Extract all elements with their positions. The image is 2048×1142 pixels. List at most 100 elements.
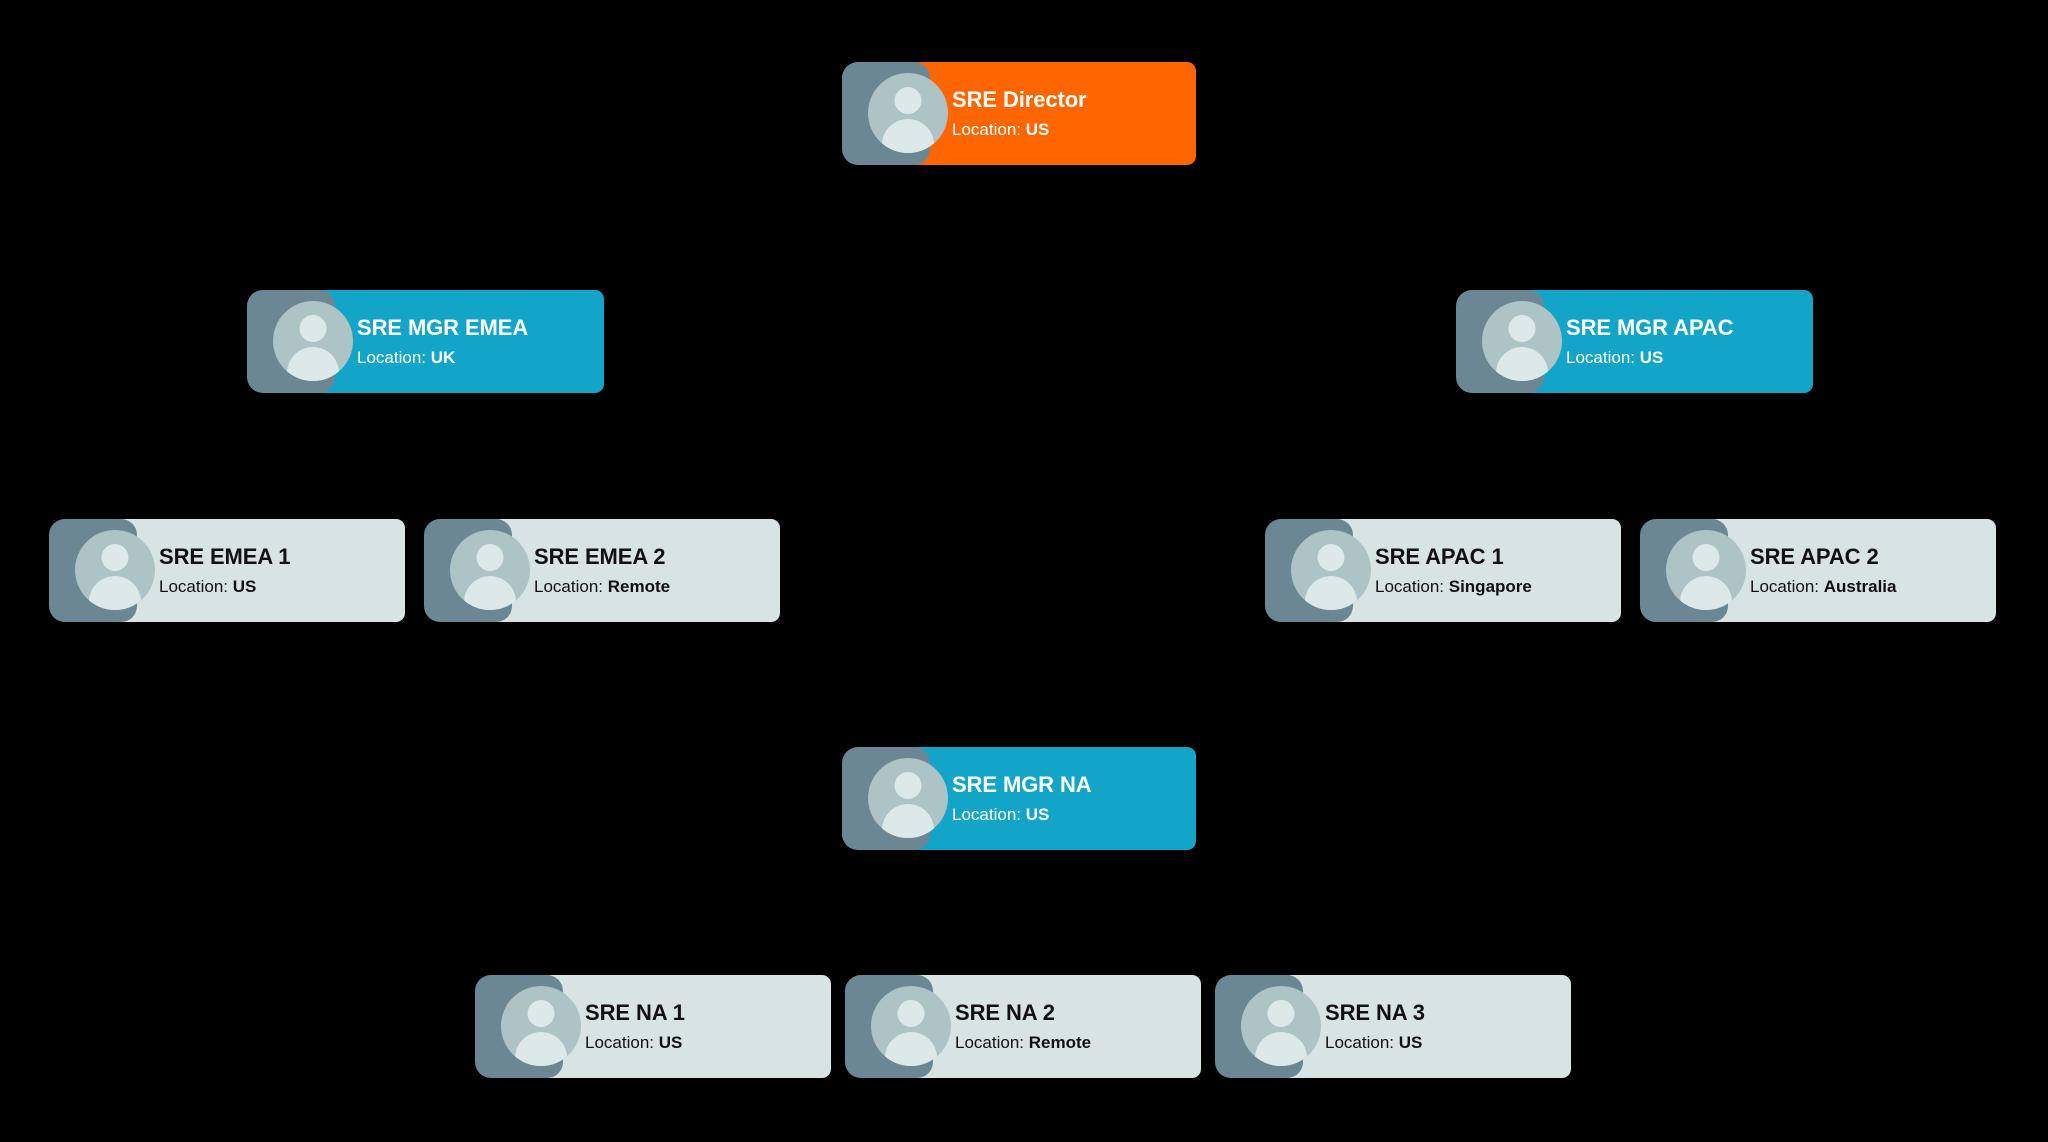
- avatar-body-shape: [464, 576, 516, 610]
- node-text-block: SRE MGR EMEA Location: UK: [357, 290, 542, 393]
- node-location: Location: US: [952, 805, 1092, 824]
- avatar-plate: [1215, 975, 1321, 1078]
- avatar-head-shape: [527, 1000, 555, 1027]
- avatar-head-shape: [897, 1000, 925, 1027]
- node-name: SRE NA 1: [585, 1000, 685, 1026]
- node-location-value: Remote: [1028, 1032, 1092, 1052]
- node-location-value: US: [232, 576, 257, 596]
- node-name: SRE MGR EMEA: [357, 315, 529, 341]
- avatar-body-shape: [882, 119, 934, 153]
- avatar-body-shape: [1680, 576, 1732, 610]
- node-location: Location: US: [952, 120, 1087, 139]
- node-location: Location: Remote: [534, 577, 670, 596]
- node-location-value: US: [1025, 119, 1050, 139]
- avatar-body-shape: [89, 576, 141, 610]
- node-location: Location: US: [159, 577, 290, 596]
- org-node-sre-emea-2[interactable]: SRE EMEA 2 Location: Remote: [424, 519, 780, 622]
- node-name: SRE NA 2: [955, 1000, 1055, 1026]
- node-location-label: Location:: [1750, 576, 1819, 596]
- node-location-label: Location:: [357, 347, 426, 367]
- avatar-plate: [1456, 290, 1562, 393]
- node-name: SRE MGR NA: [952, 772, 1092, 798]
- node-location-value: US: [1639, 347, 1664, 367]
- node-text-block: SRE MGR NA Location: US: [952, 747, 1106, 850]
- avatar-plate: [475, 975, 581, 1078]
- node-location: Location: US: [1566, 348, 1733, 367]
- node-location-label: Location:: [952, 119, 1021, 139]
- avatar-head-shape: [476, 544, 504, 571]
- node-location-value: Australia: [1823, 576, 1897, 596]
- person-avatar-icon: [75, 530, 155, 610]
- node-location: Location: Singapore: [1375, 577, 1532, 596]
- node-name: SRE EMEA 2: [534, 544, 666, 570]
- node-location: Location: Australia: [1750, 577, 1896, 596]
- avatar-head-shape: [1508, 315, 1536, 342]
- person-avatar-icon: [868, 758, 948, 838]
- org-node-sre-mgr-emea[interactable]: SRE MGR EMEA Location: UK: [247, 290, 604, 393]
- node-location: Location: UK: [357, 348, 528, 367]
- avatar-plate: [845, 975, 951, 1078]
- avatar-plate: [1265, 519, 1371, 622]
- node-location-label: Location:: [952, 804, 1021, 824]
- node-location-label: Location:: [534, 576, 603, 596]
- avatar-plate: [49, 519, 155, 622]
- node-name: SRE APAC 1: [1375, 544, 1504, 570]
- person-avatar-icon: [868, 73, 948, 153]
- avatar-body-shape: [287, 347, 339, 381]
- node-name: SRE NA 3: [1325, 1000, 1425, 1026]
- avatar-plate: [247, 290, 353, 393]
- org-node-sre-mgr-apac[interactable]: SRE MGR APAC Location: US: [1456, 290, 1813, 393]
- avatar-head-shape: [894, 772, 922, 799]
- org-node-sre-apac-1[interactable]: SRE APAC 1 Location: Singapore: [1265, 519, 1621, 622]
- node-location-value: UK: [430, 347, 456, 367]
- node-location-label: Location:: [159, 576, 228, 596]
- person-avatar-icon: [1666, 530, 1746, 610]
- avatar-body-shape: [1496, 347, 1548, 381]
- node-location-label: Location:: [1375, 576, 1444, 596]
- node-text-block: SRE NA 2 Location: Remote: [955, 975, 1105, 1078]
- node-location-value: Remote: [607, 576, 671, 596]
- node-location-label: Location:: [585, 1032, 654, 1052]
- node-location-value: Singapore: [1448, 576, 1532, 596]
- node-location: Location: Remote: [955, 1033, 1091, 1052]
- org-node-sre-na-3[interactable]: SRE NA 3 Location: US: [1215, 975, 1571, 1078]
- node-text-block: SRE MGR APAC Location: US: [1566, 290, 1747, 393]
- avatar-head-shape: [894, 87, 922, 114]
- person-avatar-icon: [273, 301, 353, 381]
- person-avatar-icon: [450, 530, 530, 610]
- node-location-value: US: [658, 1032, 683, 1052]
- node-location-label: Location:: [955, 1032, 1024, 1052]
- node-text-block: SRE EMEA 2 Location: Remote: [534, 519, 684, 622]
- node-location-label: Location:: [1566, 347, 1635, 367]
- person-avatar-icon: [501, 986, 581, 1066]
- node-location: Location: US: [1325, 1033, 1425, 1052]
- avatar-plate: [1640, 519, 1746, 622]
- org-node-sre-na-2[interactable]: SRE NA 2 Location: Remote: [845, 975, 1201, 1078]
- person-avatar-icon: [871, 986, 951, 1066]
- avatar-head-shape: [1692, 544, 1720, 571]
- person-avatar-icon: [1291, 530, 1371, 610]
- avatar-body-shape: [1305, 576, 1357, 610]
- node-name: SRE MGR APAC: [1566, 315, 1734, 341]
- avatar-head-shape: [1317, 544, 1345, 571]
- node-location-label: Location:: [1325, 1032, 1394, 1052]
- avatar-body-shape: [515, 1032, 567, 1066]
- avatar-plate: [424, 519, 530, 622]
- person-avatar-icon: [1241, 986, 1321, 1066]
- avatar-body-shape: [1255, 1032, 1307, 1066]
- node-location-value: US: [1025, 804, 1050, 824]
- node-text-block: SRE NA 3 Location: US: [1325, 975, 1439, 1078]
- node-location-value: US: [1398, 1032, 1423, 1052]
- avatar-head-shape: [1267, 1000, 1295, 1027]
- avatar-head-shape: [299, 315, 327, 342]
- org-node-sre-na-1[interactable]: SRE NA 1 Location: US: [475, 975, 831, 1078]
- org-node-sre-mgr-na[interactable]: SRE MGR NA Location: US: [842, 747, 1196, 850]
- avatar-head-shape: [101, 544, 129, 571]
